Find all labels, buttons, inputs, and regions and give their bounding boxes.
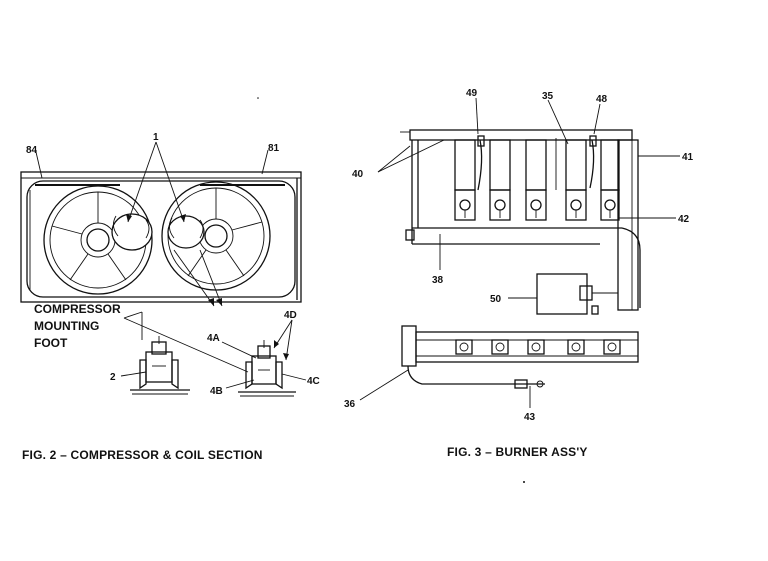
callout-41: 41 [682,152,694,163]
burner-2 [489,139,511,221]
burners [454,139,620,221]
mount-label-line3: FOOT [34,336,68,350]
fig3-caption: FIG. 3 – BURNER ASS'Y [447,445,588,459]
scan-speck [523,481,525,483]
callout-1: 1 [153,132,159,143]
fig2-caption: FIG. 2 – COMPRESSOR & COIL SECTION [22,448,263,462]
burner-4 [565,139,587,221]
mount-label-line2: MOUNTING [34,319,99,333]
callout-4a: 4A [207,333,220,344]
scan-speck [257,97,259,99]
callout-36: 36 [344,399,356,410]
callout-40: 40 [352,169,364,180]
manifold-ports [455,339,621,355]
callout-81-leader [261,149,269,175]
callout-35: 35 [542,91,554,102]
left-mounting-foot-detail [120,311,190,395]
callout-2: 2 [110,372,116,383]
callout-49: 49 [466,88,478,99]
callout-84: 84 [26,145,38,156]
burner-3 [525,139,547,221]
fig2-cabinet [20,171,302,303]
burner-1 [454,139,476,221]
callout-4d: 4D [284,310,297,321]
callout-4c: 4C [307,376,320,387]
fig3-leaders [359,97,680,408]
callout-1-leaders [126,141,186,223]
callout-42: 42 [678,214,690,225]
mounting-foot-leaders [123,249,249,373]
burner-5 [600,139,620,221]
callout-84-leader [35,151,43,179]
mounting-foot-label: COMPRESSOR MOUNTING FOOT [34,302,121,350]
callout-4b: 4B [210,386,223,397]
manifold-section [401,325,639,389]
fig2-compressor-coil-section: COMPRESSOR MOUNTING FOOT [20,132,320,462]
fig3-burner-assembly: 49 35 48 40 41 42 38 50 36 43 FIG. 3 – B… [344,88,694,459]
gas-valve [536,273,618,315]
mount-label-line1: COMPRESSOR [34,302,121,316]
compressors [111,213,205,251]
callout-43: 43 [524,412,536,423]
callout-50: 50 [490,294,502,305]
callout-81: 81 [268,143,280,154]
igniter-electrodes [477,135,597,191]
burner-frame [400,129,641,311]
callout-48: 48 [596,94,608,105]
callout-38: 38 [432,275,444,286]
right-mounting-foot-detail [221,319,307,397]
